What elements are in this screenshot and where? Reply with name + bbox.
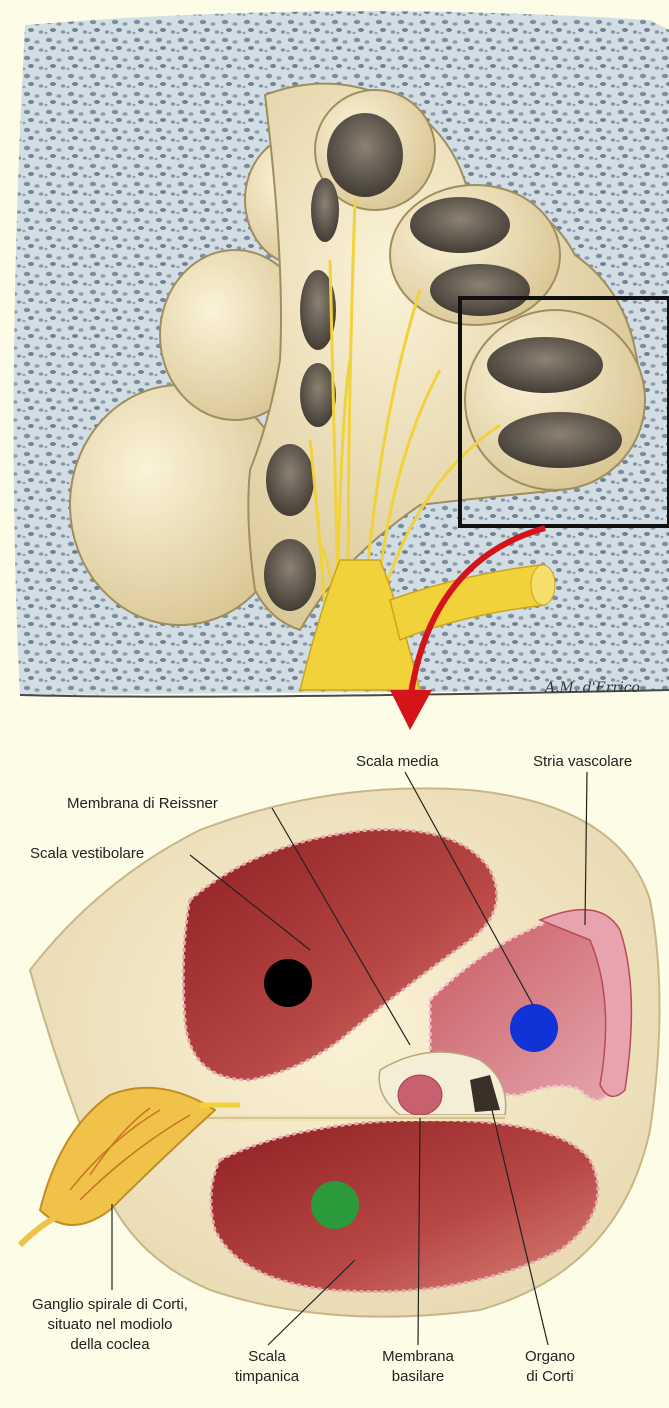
label-scala-vestibolare: Scala vestibolare xyxy=(30,844,144,864)
marker-scala-timpanica xyxy=(311,1181,359,1229)
label-organo-corti: Organo di Corti xyxy=(505,1347,595,1387)
label-membrana-reissner: Membrana di Reissner xyxy=(67,794,218,814)
cross-section xyxy=(30,788,660,1316)
zoom-arrow-head xyxy=(390,690,432,730)
marker-scala-vestibolare xyxy=(264,959,312,1007)
label-scala-timpanica: Scala timpanica xyxy=(222,1347,312,1387)
label-ganglio: Ganglio spirale di Corti, situato nel mo… xyxy=(5,1295,215,1355)
label-scala-media: Scala media xyxy=(356,752,439,772)
label-stria-vascolare: Stria vascolare xyxy=(533,752,632,772)
marker-scala-media xyxy=(510,1004,558,1052)
artist-signature: A.M. d'Errico xyxy=(545,680,640,696)
label-membrana-basilare: Membrana basilare xyxy=(368,1347,468,1387)
